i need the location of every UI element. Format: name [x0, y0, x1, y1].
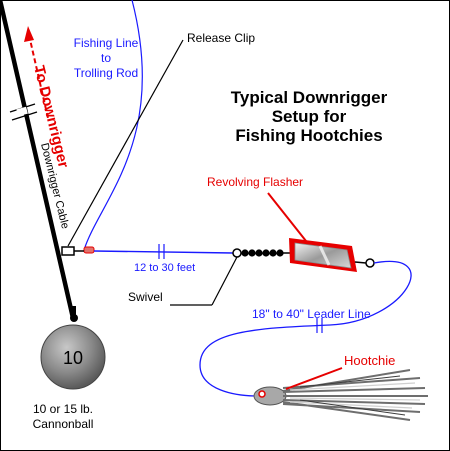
cannonball-stem [71, 306, 76, 318]
release-clip-body [61, 246, 75, 256]
cannonball-number: 10 [63, 348, 83, 368]
release-clip-label: Release Clip [187, 31, 255, 45]
hootchie-pointer [285, 367, 343, 390]
flasher-pointer [267, 192, 307, 242]
cannonball-eye [70, 314, 78, 322]
swivel-pointer [211, 256, 238, 306]
downrigger-cable [0, 0, 76, 319]
fishing-line-to-label: to [101, 51, 111, 65]
hootchie-label: Hootchie [344, 353, 395, 368]
cable-break-mark [11, 111, 38, 121]
flasher-sheen [318, 245, 331, 266]
cannonball [40, 324, 106, 390]
hootchie-lure [253, 369, 428, 421]
distance-label: 12 to 30 feet [134, 262, 195, 274]
cannonball-weight-label: 10 or 15 lb. [33, 402, 93, 416]
cable-break-gap [16, 106, 28, 117]
release-clip-pad [83, 246, 95, 254]
revolving-flasher-label: Revolving Flasher [207, 175, 303, 189]
to-downrigger-arrow-line [28, 34, 49, 119]
diagram-title: Typical Downrigger Setup for Fishing Hoo… [231, 88, 388, 145]
release-clip-pointer [67, 39, 184, 247]
title-line-2: Setup for [272, 107, 347, 126]
leader-connector [354, 261, 367, 264]
swivel-label: Swivel [128, 290, 163, 304]
leader-swivel [365, 258, 375, 268]
to-downrigger-arrowhead [24, 26, 34, 42]
title-line-1: Typical Downrigger [231, 88, 388, 107]
title-line-3: Fishing Hootchies [235, 126, 382, 145]
swivel-ring [232, 248, 242, 258]
leader-line-label: 18" to 40" Leader Line [252, 307, 371, 321]
fishing-line-to-rod [83, 0, 143, 251]
trolling-rod-label: Trolling Rod [74, 66, 138, 80]
bead-chain [241, 249, 284, 257]
fishing-line-label: Fishing Line [74, 36, 139, 50]
leader-line [199, 260, 412, 397]
cannonball-name-label: Cannonball [33, 417, 94, 431]
